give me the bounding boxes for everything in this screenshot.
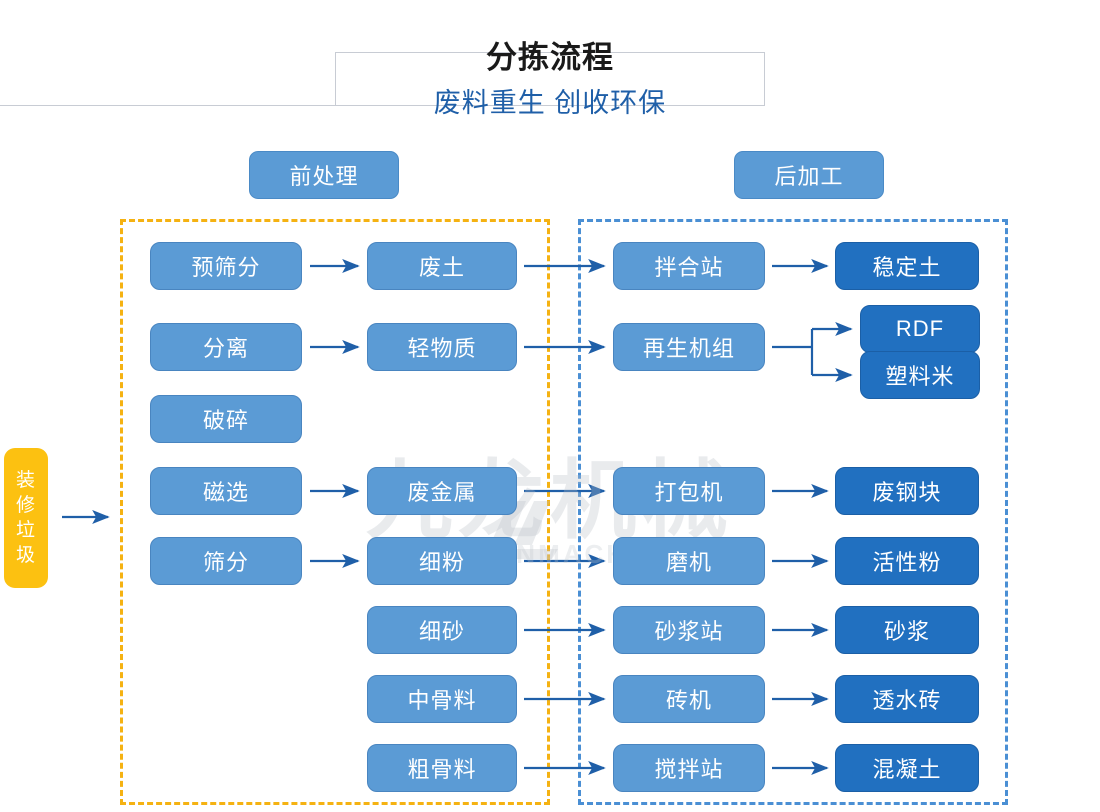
product-node[interactable]: 稳定土 — [835, 242, 979, 290]
node-label: 打包机 — [654, 480, 724, 505]
node-label: 磨机 — [665, 550, 712, 575]
product-node[interactable]: 透水砖 — [835, 675, 979, 723]
equipment-node[interactable]: 砖机 — [613, 675, 765, 723]
equipment-node[interactable]: 打包机 — [613, 467, 765, 515]
node-label: 筛分 — [202, 550, 249, 575]
node-label: 废金属 — [407, 480, 477, 505]
node-label: 活性粉 — [872, 550, 942, 575]
section-tag-post-processing[interactable]: 后加工 — [734, 151, 884, 199]
input-node-label: 装修垃圾 — [15, 470, 36, 566]
node-label: RDF — [895, 316, 945, 341]
node-label: 粗骨料 — [407, 757, 477, 782]
node-label: 中骨料 — [407, 688, 477, 713]
equipment-node[interactable]: 拌合站 — [613, 242, 765, 290]
process-node[interactable]: 筛分 — [150, 537, 302, 585]
node-label: 细砂 — [418, 619, 465, 644]
section-tag-pre-processing[interactable]: 前处理 — [249, 151, 399, 199]
material-node[interactable]: 中骨料 — [367, 675, 517, 723]
node-label: 预筛分 — [191, 255, 261, 280]
node-label: 破碎 — [202, 408, 249, 433]
equipment-node[interactable]: 磨机 — [613, 537, 765, 585]
material-node[interactable]: 废金属 — [367, 467, 517, 515]
material-node[interactable]: 废土 — [367, 242, 517, 290]
product-node[interactable]: 活性粉 — [835, 537, 979, 585]
node-label: 砂浆 — [883, 619, 930, 644]
product-node[interactable]: RDF — [860, 305, 980, 353]
process-node[interactable]: 预筛分 — [150, 242, 302, 290]
node-label: 废土 — [418, 255, 465, 280]
node-label: 轻物质 — [407, 336, 477, 361]
equipment-node[interactable]: 再生机组 — [613, 323, 765, 371]
node-label: 砖机 — [665, 688, 712, 713]
title-rule — [0, 105, 337, 106]
equipment-node[interactable]: 砂浆站 — [613, 606, 765, 654]
process-node[interactable]: 破碎 — [150, 395, 302, 443]
node-label: 透水砖 — [872, 688, 942, 713]
node-label: 磁选 — [202, 480, 249, 505]
node-label: 稳定土 — [872, 255, 942, 280]
material-node[interactable]: 粗骨料 — [367, 744, 517, 792]
material-node[interactable]: 细砂 — [367, 606, 517, 654]
zone-post-processing — [578, 219, 1008, 805]
page-subtitle: 废料重生 创收环保 — [433, 88, 667, 118]
node-label: 混凝土 — [872, 757, 942, 782]
product-node[interactable]: 砂浆 — [835, 606, 979, 654]
material-node[interactable]: 轻物质 — [367, 323, 517, 371]
input-node-construction-waste[interactable]: 装修垃圾 — [4, 448, 48, 588]
product-node[interactable]: 废钢块 — [835, 467, 979, 515]
page-title: 分拣流程 — [486, 40, 614, 75]
node-label: 搅拌站 — [654, 757, 724, 782]
node-label: 拌合站 — [654, 255, 724, 280]
node-label: 分离 — [202, 336, 249, 361]
product-node[interactable]: 塑料米 — [860, 351, 980, 399]
product-node[interactable]: 混凝土 — [835, 744, 979, 792]
node-label: 砂浆站 — [654, 619, 724, 644]
material-node[interactable]: 细粉 — [367, 537, 517, 585]
node-label: 再生机组 — [642, 336, 735, 361]
node-label: 废钢块 — [872, 480, 942, 505]
zone-pre-processing — [120, 219, 550, 805]
node-label: 塑料米 — [885, 364, 955, 389]
node-label: 细粉 — [418, 550, 465, 575]
process-node[interactable]: 磁选 — [150, 467, 302, 515]
title-frame — [335, 52, 765, 106]
equipment-node[interactable]: 搅拌站 — [613, 744, 765, 792]
process-node[interactable]: 分离 — [150, 323, 302, 371]
